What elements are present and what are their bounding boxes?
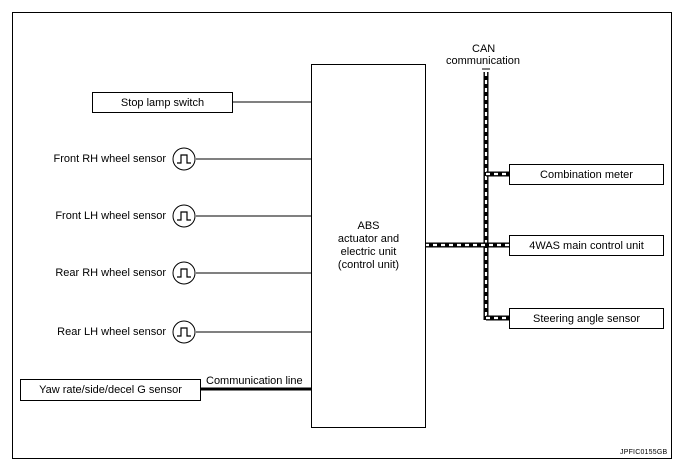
ecu-line-1: ABS bbox=[357, 220, 380, 232]
fourwas-control-unit-box: 4WAS main control unit bbox=[509, 235, 664, 256]
abs-control-unit: ABS actuator and electric unit (control … bbox=[311, 64, 426, 428]
rear-rh-sensor-label: Rear RH wheel sensor bbox=[55, 267, 166, 279]
rear-lh-sensor-label: Rear LH wheel sensor bbox=[57, 326, 166, 338]
yaw-rate-sensor-box: Yaw rate/side/decel G sensor bbox=[20, 379, 201, 401]
communication-line-label: Communication line bbox=[206, 375, 303, 387]
pulse-signal-icon bbox=[172, 147, 196, 171]
ecu-line-2: actuator and bbox=[337, 233, 400, 245]
front-rh-sensor-label: Front RH wheel sensor bbox=[53, 153, 167, 165]
can-bus bbox=[425, 68, 510, 321]
ecu-line-4: (control unit) bbox=[337, 259, 400, 271]
diagram-frame bbox=[12, 12, 672, 459]
can-label-line-1: CAN bbox=[472, 43, 496, 55]
can-label-line-2: communication bbox=[446, 55, 520, 67]
pulse-signal-icon bbox=[172, 204, 196, 228]
front-lh-sensor-label: Front LH wheel sensor bbox=[55, 210, 166, 222]
figure-code: JPFIC0155GB bbox=[620, 449, 668, 456]
pulse-signal-icon bbox=[172, 320, 196, 344]
combination-meter-box: Combination meter bbox=[509, 164, 664, 185]
stop-lamp-switch-box: Stop lamp switch bbox=[92, 92, 233, 113]
pulse-signal-icon bbox=[172, 261, 196, 285]
steering-angle-sensor-box: Steering angle sensor bbox=[509, 308, 664, 329]
ecu-line-3: electric unit bbox=[340, 246, 397, 258]
